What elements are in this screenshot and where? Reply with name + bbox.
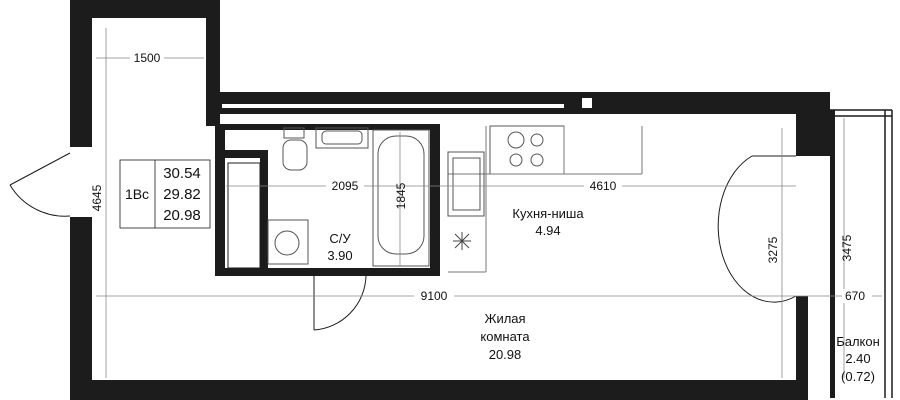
dim-bath-width: 2095 (332, 179, 359, 193)
area-living-incl: 29.82 (163, 186, 201, 203)
area-info-box (119, 159, 211, 229)
dim-balcony-height: 3475 (840, 234, 854, 261)
dim-kitchen-width: 4610 (590, 179, 617, 193)
window-top (222, 98, 592, 108)
dim-label-bgs (130, 51, 872, 303)
bathroom-door[interactable] (313, 275, 367, 331)
living-name-line1: Жилая (484, 311, 525, 326)
living-name-line2: комната (480, 329, 530, 344)
kitchen-counter (448, 126, 643, 273)
walls (70, 0, 835, 400)
dim-corridor-width: 1500 (134, 51, 161, 65)
dim-balcony-width: 670 (845, 289, 865, 303)
fridge-icon (453, 232, 471, 250)
balcony-name: Балкон (836, 334, 880, 349)
kitchen-name: Кухня-ниша (512, 206, 584, 221)
utility-niche (227, 162, 261, 269)
kitchen-sink-icon (447, 151, 485, 217)
entrance-door[interactable] (9, 152, 71, 217)
stove-icon (489, 125, 565, 175)
living-area: 20.98 (489, 347, 522, 362)
bathroom-area: 3.90 (327, 248, 352, 263)
dim-room-height: 3275 (766, 236, 780, 263)
balcony-outline (830, 109, 893, 398)
balcony-area: 2.40 (845, 351, 870, 366)
balcony-area-reduced: (0.72) (841, 369, 875, 384)
dim-total-length: 9100 (421, 289, 448, 303)
bathroom-name: С/У (329, 231, 351, 246)
dim-bath-depth: 1845 (394, 182, 408, 209)
sink-icon (315, 127, 369, 149)
balcony-door[interactable] (717, 155, 797, 303)
area-living: 20.98 (163, 207, 201, 224)
bathtub-icon (372, 129, 430, 267)
toilet-icon (282, 127, 308, 171)
dimension-lines (96, 28, 882, 378)
washing-machine-icon (267, 219, 309, 265)
dim-corridor-height: 4645 (90, 184, 104, 211)
area-total: 30.54 (163, 165, 201, 182)
apartment-type: 1Вс (125, 186, 149, 202)
kitchen-area: 4.94 (535, 223, 560, 238)
